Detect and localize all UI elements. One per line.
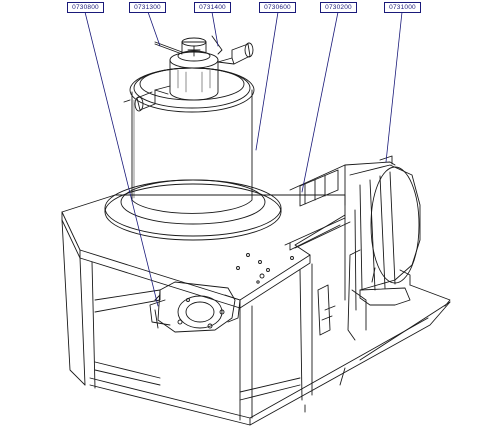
leader-line-0730200 [301,11,339,193]
leader-line-0730800 [84,11,159,307]
leader-line-0731300 [147,11,161,47]
support-frame [61,194,357,421]
bowl-flange [104,179,282,241]
lower-pump [149,281,241,333]
centrifuge-bowl [129,67,255,214]
base-skid [89,284,451,426]
leader-lines [84,11,403,307]
top-head-assembly [169,37,219,101]
leader-line-0731000 [385,11,403,163]
right-handle [211,35,254,65]
leader-line-0730600 [255,11,279,151]
callout-0730600[interactable]: 0730600 [259,2,296,13]
left-handle [123,85,171,112]
callout-0731400[interactable]: 0731400 [194,2,231,13]
callout-0730200[interactable]: 0730200 [320,2,357,13]
callout-0731000[interactable]: 0731000 [384,2,421,13]
leader-line-0731400 [211,11,219,47]
callout-0730800[interactable]: 0730800 [67,2,104,13]
callout-0731300[interactable]: 0731300 [129,2,166,13]
